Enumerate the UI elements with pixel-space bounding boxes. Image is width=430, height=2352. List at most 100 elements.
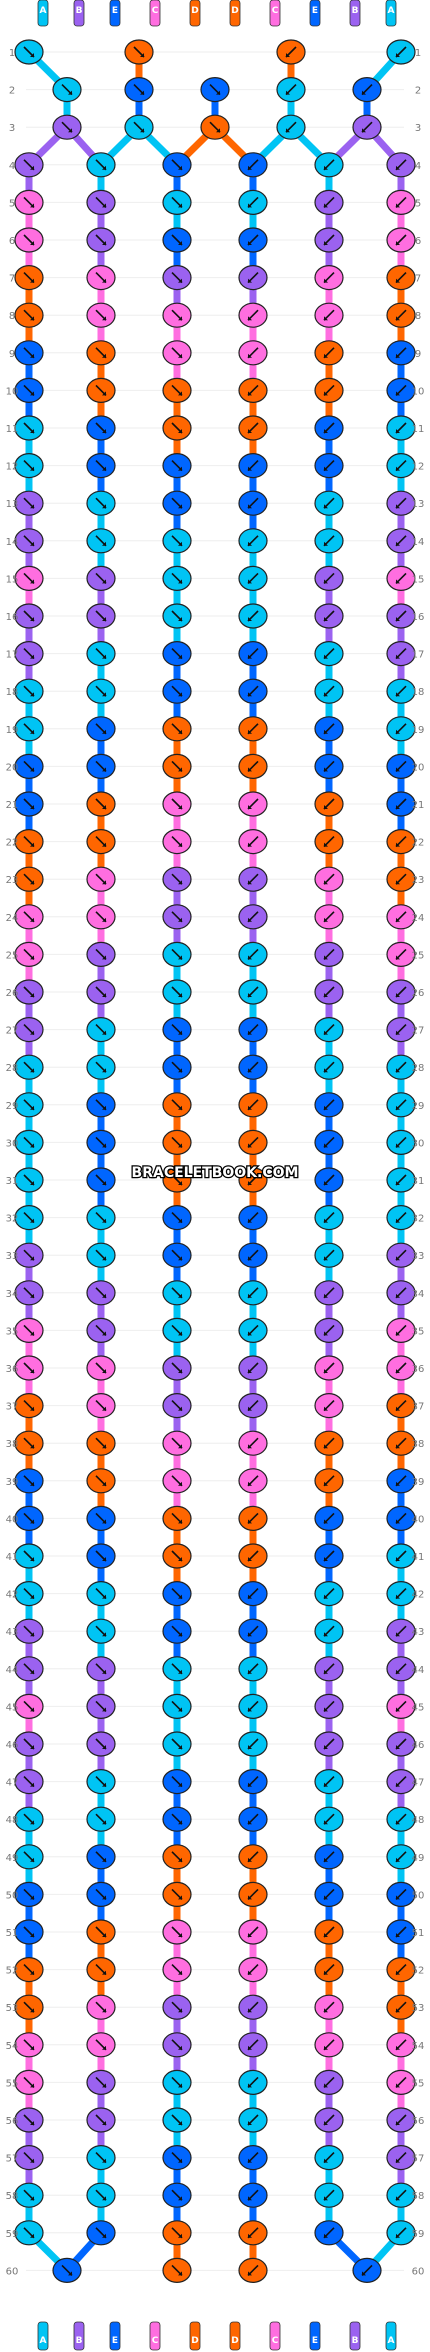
knot[interactable] [124, 39, 154, 65]
knot[interactable] [386, 1092, 416, 1118]
knot[interactable] [386, 2145, 416, 2171]
knot[interactable] [86, 603, 116, 629]
knot[interactable] [238, 1092, 268, 1118]
knot[interactable] [386, 753, 416, 780]
knot[interactable] [162, 1054, 192, 1080]
knot[interactable] [162, 791, 192, 817]
knot[interactable] [314, 565, 344, 592]
knot[interactable] [14, 1881, 44, 1908]
knot[interactable] [314, 2145, 344, 2171]
knot[interactable] [162, 603, 192, 629]
knot[interactable] [162, 490, 192, 516]
knot[interactable] [238, 528, 268, 554]
knot[interactable] [314, 1505, 344, 1532]
knot[interactable] [238, 904, 268, 930]
knot[interactable] [14, 1167, 44, 1193]
knot[interactable] [86, 189, 116, 215]
knot[interactable] [352, 2257, 382, 2283]
knot[interactable] [162, 1919, 192, 1945]
knot[interactable] [314, 189, 344, 215]
knot[interactable] [86, 415, 116, 441]
knot[interactable] [386, 1317, 416, 1344]
knot[interactable] [162, 1731, 192, 1757]
knot[interactable] [238, 1844, 268, 1870]
knot[interactable] [238, 377, 268, 403]
knot[interactable] [238, 265, 268, 291]
knot[interactable] [14, 866, 44, 892]
knot[interactable] [162, 340, 192, 366]
knot[interactable] [386, 490, 416, 516]
knot[interactable] [14, 979, 44, 1005]
knot[interactable] [162, 1092, 192, 1118]
knot[interactable] [86, 1054, 116, 1080]
knot[interactable] [386, 302, 416, 328]
knot[interactable] [386, 39, 416, 65]
knot[interactable] [238, 1167, 268, 1193]
knot[interactable] [162, 1543, 192, 1569]
knot[interactable] [14, 1505, 44, 1532]
knot[interactable] [238, 941, 268, 968]
knot[interactable] [314, 1167, 344, 1193]
knot[interactable] [86, 753, 116, 780]
knot[interactable] [386, 1731, 416, 1757]
knot[interactable] [162, 1129, 192, 1156]
knot[interactable] [238, 340, 268, 366]
knot[interactable] [314, 1956, 344, 1983]
knot[interactable] [162, 302, 192, 328]
knot[interactable] [162, 1430, 192, 1456]
knot[interactable] [162, 2107, 192, 2133]
knot[interactable] [238, 453, 268, 479]
knot[interactable] [86, 979, 116, 1005]
knot[interactable] [386, 2069, 416, 2095]
knot[interactable] [162, 1016, 192, 1043]
knot[interactable] [14, 490, 44, 516]
knot[interactable] [314, 1919, 344, 1945]
knot[interactable] [314, 1280, 344, 1306]
knot[interactable] [238, 227, 268, 253]
knot[interactable] [314, 1881, 344, 1908]
knot[interactable] [314, 941, 344, 968]
knot[interactable] [14, 1129, 44, 1156]
knot[interactable] [238, 1693, 268, 1720]
knot[interactable] [352, 114, 382, 140]
knot[interactable] [314, 1580, 344, 1607]
knot[interactable] [386, 1505, 416, 1532]
knot[interactable] [314, 1092, 344, 1118]
knot[interactable] [386, 1806, 416, 1832]
knot[interactable] [386, 528, 416, 554]
knot[interactable] [386, 265, 416, 291]
knot[interactable] [14, 2145, 44, 2171]
knot[interactable] [314, 1317, 344, 1344]
knot[interactable] [14, 415, 44, 441]
knot[interactable] [386, 189, 416, 215]
knot[interactable] [314, 866, 344, 892]
knot[interactable] [314, 528, 344, 554]
knot[interactable] [386, 716, 416, 742]
knot[interactable] [162, 1693, 192, 1720]
knot[interactable] [276, 39, 306, 65]
knot[interactable] [162, 152, 192, 178]
knot[interactable] [52, 114, 82, 140]
knot[interactable] [14, 227, 44, 253]
knot[interactable] [314, 640, 344, 667]
knot[interactable] [162, 753, 192, 780]
knot[interactable] [86, 2220, 116, 2246]
knot[interactable] [86, 1317, 116, 1344]
knot[interactable] [386, 791, 416, 817]
knot[interactable] [86, 1956, 116, 1983]
knot[interactable] [86, 1355, 116, 1381]
knot[interactable] [14, 152, 44, 178]
knot[interactable] [238, 1280, 268, 1306]
knot[interactable] [86, 1881, 116, 1908]
knot[interactable] [238, 2220, 268, 2246]
knot[interactable] [14, 791, 44, 817]
knot[interactable] [124, 114, 154, 140]
knot[interactable] [86, 716, 116, 742]
knot[interactable] [314, 2032, 344, 2058]
knot[interactable] [86, 1919, 116, 1945]
knot[interactable] [314, 1618, 344, 1644]
knot[interactable] [86, 265, 116, 291]
knot[interactable] [238, 1430, 268, 1456]
knot[interactable] [162, 2220, 192, 2246]
knot[interactable] [314, 1731, 344, 1757]
